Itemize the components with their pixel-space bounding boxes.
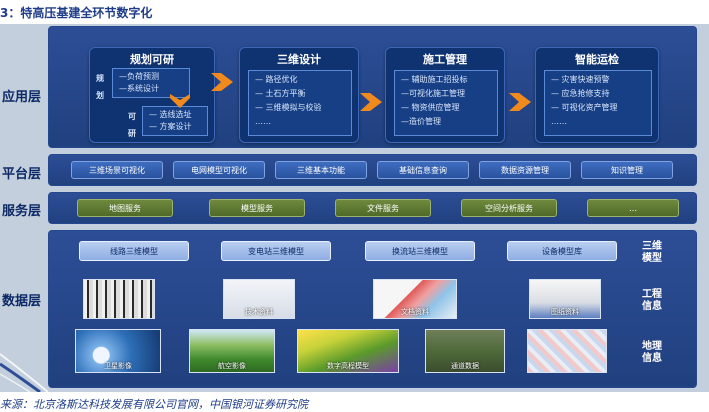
construction-item: — 辅助施工招投标 <box>401 75 468 84</box>
models-side-line: 三维 <box>642 241 662 252</box>
engineering-image <box>83 279 155 319</box>
engineering-image: 技术资料 <box>223 279 295 319</box>
construction-item: —造价管理 <box>401 117 441 126</box>
platform-item: 三维基本功能 <box>275 161 367 179</box>
geo-caption: 数字高程模型 <box>327 362 369 370</box>
engineering-caption: 图纸资料 <box>551 308 579 316</box>
feasibility-side-char: 研 <box>128 129 136 138</box>
architecture-diagram: 应用层 平台层 服务层 数据层 规划可研 规 划 —负荷预测 —系统设计 可 研… <box>0 24 709 392</box>
design-items: — 路径优化 — 土石方平衡 — 三维模拟与校验 …… <box>248 70 352 136</box>
design-title: 三维设计 <box>277 53 321 66</box>
planning-items: —负荷预测 —系统设计 <box>112 68 190 98</box>
design-card: 三维设计 — 路径优化 — 土石方平衡 — 三维模拟与校验 …… <box>239 47 359 143</box>
construction-card: 施工管理 — 辅助施工招投标 —可视化施工管理 — 物资供应管理 —造价管理 <box>385 47 505 143</box>
geo-image: 卫星影像 <box>75 329 161 373</box>
chevron-right-arrow-icon <box>360 93 382 111</box>
planning-item: —系统设计 <box>119 84 159 93</box>
operation-card: 智能运检 — 灾害快速预警 — 应急抢修支持 — 可视化资产管理 …… <box>535 47 659 143</box>
geo-image: 通道数据 <box>425 329 505 373</box>
model-item: 设备模型库 <box>507 241 617 261</box>
planning-side-char: 规 <box>96 74 104 83</box>
decorative-swoosh-icon <box>0 353 48 392</box>
model-item: 变电站三维模型 <box>221 241 331 261</box>
feasibility-side-char: 可 <box>128 112 136 121</box>
chevron-right-arrow-icon <box>509 93 531 111</box>
feasibility-item: — 方案设计 <box>149 122 192 131</box>
service-item: 地图服务 <box>77 199 173 217</box>
geo-side-line: 地理 <box>642 341 662 352</box>
service-item: 空间分析服务 <box>461 199 557 217</box>
geo-image <box>527 329 607 373</box>
engineering-image: 图纸资料 <box>529 279 601 319</box>
engineering-image: 文档资料 <box>373 279 457 319</box>
geo-caption: 航空影像 <box>218 362 246 370</box>
planning-item: —负荷预测 <box>119 72 159 81</box>
construction-item: — 物资供应管理 <box>401 103 460 112</box>
service-item: 文件服务 <box>335 199 431 217</box>
construction-items: — 辅助施工招投标 —可视化施工管理 — 物资供应管理 —造价管理 <box>394 70 498 136</box>
geo-caption: 卫星影像 <box>104 362 132 370</box>
model-item: 线路三维模型 <box>79 241 189 261</box>
operation-item: — 应急抢修支持 <box>551 89 610 98</box>
platform-item: 电网模型可视化 <box>173 161 265 179</box>
source-note: 来源：北京洛斯达科技发展有限公司官网，中国银河证券研究院 <box>0 398 308 411</box>
engineering-caption: 文档资料 <box>401 308 429 316</box>
geo-side-line: 信息 <box>642 353 662 364</box>
construction-title: 施工管理 <box>423 53 467 66</box>
planning-side-char: 划 <box>96 91 104 100</box>
design-item: — 土石方平衡 <box>255 89 306 98</box>
service-item: … <box>587 199 679 217</box>
figure-title: 3：特高压基建全环节数字化 <box>0 6 153 20</box>
model-item: 换流站三维模型 <box>365 241 475 261</box>
engineering-side-label: 工程 信息 <box>639 289 665 313</box>
geo-caption: 通道数据 <box>451 362 479 370</box>
geo-image: 数字高程模型 <box>297 329 399 373</box>
geo-side-label: 地理 信息 <box>639 341 665 365</box>
models-side-line: 模型 <box>642 253 662 264</box>
construction-item: —可视化施工管理 <box>401 89 465 98</box>
feasibility-item: — 选线选址 <box>149 110 192 119</box>
app-layer-panel: 规划可研 规 划 —负荷预测 —系统设计 可 研 — 选线选址 — 方案设计 <box>48 26 697 148</box>
app-layer-label: 应用层 <box>2 90 42 105</box>
planning-title: 规划可研 <box>130 53 174 66</box>
platform-item: 基础信息查询 <box>377 161 469 179</box>
platform-layer-label: 平台层 <box>2 167 42 182</box>
planning-side-label: 规 划 <box>96 72 104 102</box>
platform-item: 数据资源管理 <box>479 161 571 179</box>
geo-image: 航空影像 <box>189 329 275 373</box>
design-item: — 三维模拟与校验 <box>255 103 322 112</box>
service-layer-panel: 地图服务 模型服务 文件服务 空间分析服务 … <box>48 192 697 224</box>
platform-item: 三维场景可视化 <box>71 161 163 179</box>
service-item: 模型服务 <box>209 199 305 217</box>
operation-title: 智能运检 <box>575 53 619 66</box>
design-item: — 路径优化 <box>255 75 298 84</box>
operation-item: …… <box>551 117 567 126</box>
planning-card: 规划可研 规 划 —负荷预测 —系统设计 可 研 — 选线选址 — 方案设计 <box>89 47 215 143</box>
feasibility-items: — 选线选址 — 方案设计 <box>142 106 208 136</box>
chevron-right-arrow-icon <box>211 73 233 91</box>
engineering-caption: 技术资料 <box>245 308 273 316</box>
operation-item: — 灾害快速预警 <box>551 75 610 84</box>
operation-item: — 可视化资产管理 <box>551 103 618 112</box>
platform-item: 知识管理 <box>581 161 673 179</box>
design-item: …… <box>255 117 271 126</box>
data-layer-panel: 线路三维模型 变电站三维模型 换流站三维模型 设备模型库 三维 模型 技术资料 … <box>48 230 697 388</box>
feasibility-side-label: 可 研 <box>128 110 136 140</box>
engineering-side-line: 工程 <box>642 289 662 300</box>
platform-layer-panel: 三维场景可视化 电网模型可视化 三维基本功能 基础信息查询 数据资源管理 知识管… <box>48 154 697 186</box>
models-side-label: 三维 模型 <box>639 241 665 265</box>
engineering-side-line: 信息 <box>642 301 662 312</box>
data-layer-label: 数据层 <box>2 294 42 309</box>
service-layer-label: 服务层 <box>2 204 42 219</box>
planning-inner-arrow-icon <box>170 94 190 108</box>
operation-items: — 灾害快速预警 — 应急抢修支持 — 可视化资产管理 …… <box>544 70 652 136</box>
